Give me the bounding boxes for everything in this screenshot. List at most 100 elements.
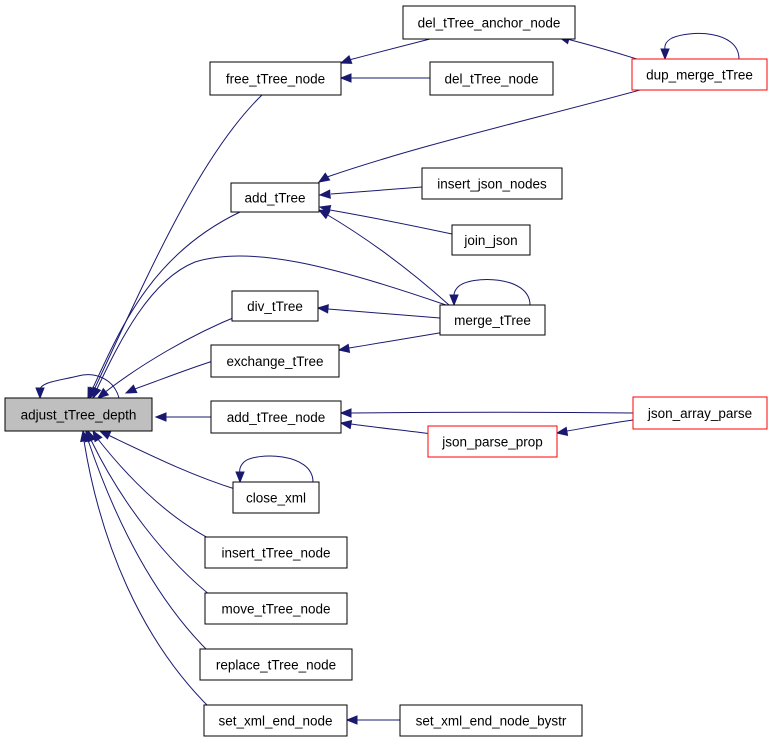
edge-arrowhead [317,172,331,183]
edge-line [87,439,213,656]
node-box[interactable] [402,5,576,40]
node-box[interactable] [204,592,348,625]
node-label: dup_merge_tTree [646,68,753,83]
node-insert-node[interactable]: insert_tTree_node [204,536,348,569]
edge-del_anchor-to-free [339,38,431,64]
edge-line [327,308,441,319]
node-box[interactable] [230,182,320,213]
edge-merge-to-exchange [337,331,446,353]
edge-line [83,440,213,711]
edge-arrowhead [317,209,331,220]
node-box[interactable] [231,290,319,322]
node-dup-merge[interactable]: dup_merge_tTree [631,58,768,91]
node-add[interactable]: add_tTree [230,182,320,213]
edge-line [93,94,263,391]
edge-arrowhead [555,426,569,436]
node-div[interactable]: div_tTree [231,290,319,322]
edge-line [103,314,241,394]
node-box[interactable] [451,224,531,256]
edge-close_xml-to-adjust [98,430,239,491]
node-label: del_tTree_anchor_node [418,16,561,31]
node-free[interactable]: free_tTree_node [209,61,342,96]
node-box[interactable] [399,704,583,737]
edge-arrowhead [660,48,670,61]
edge-set_xml_end_bystr-to-set_xml_end [345,715,400,725]
node-json-array[interactable]: json_array_parse [632,396,768,430]
edge-line [329,209,453,235]
node-box[interactable] [439,304,546,336]
edge-line [453,279,531,306]
edge-merge-to-add [317,209,450,306]
node-label: add_tTree [244,191,305,206]
node-set-xml-end[interactable]: set_xml_end_node [203,704,348,737]
node-label: move_tTree_node [221,602,330,617]
node-box[interactable] [4,397,153,432]
node-label: json_parse_prop [441,435,543,450]
edges-layer [35,33,740,725]
node-move-node[interactable]: move_tTree_node [204,592,348,625]
edge-arrowhead [345,715,358,725]
edge-arrowhead [339,54,353,64]
node-set-xml-end-bystr[interactable]: set_xml_end_node_bystr [399,704,583,737]
edge-arrowhead [449,294,459,307]
node-del-node[interactable]: del_tTree_node [429,61,554,96]
node-json-prop[interactable]: json_parse_prop [427,425,558,458]
edge-line [131,360,214,391]
node-box[interactable] [210,344,340,378]
edge-line [566,38,641,61]
edge-line [39,374,120,399]
edge-arrowhead [96,387,110,399]
edge-dup_merge-to-add [317,89,641,183]
node-box[interactable] [631,58,768,91]
node-box[interactable] [199,648,353,681]
edge-merge-to-merge [449,279,531,307]
edge-arrowhead [35,387,45,400]
node-label: del_tTree_node [444,72,538,87]
node-box[interactable] [632,396,768,430]
edge-move_node-to-adjust [87,429,216,600]
node-label: json_array_parse [647,406,752,421]
node-adjust[interactable]: adjust_tTree_depth [4,397,153,432]
edge-join_json-to-add [318,204,453,235]
edge-dup_merge-to-dup_merge [660,33,740,61]
node-box[interactable] [210,400,342,434]
node-join-json[interactable]: join_json [451,224,531,256]
node-box[interactable] [209,61,342,96]
node-merge[interactable]: merge_tTree [439,304,546,336]
node-box[interactable] [232,481,320,514]
node-label: div_tTree [247,299,303,314]
node-close-xml[interactable]: close_xml [232,481,320,514]
edge-line [330,186,423,195]
edge-line [325,213,450,306]
node-box[interactable] [204,536,348,569]
edge-arrowhead [316,304,329,314]
edge-line [350,411,634,414]
edge-line [239,455,314,483]
node-add-node[interactable]: add_tTree_node [210,400,342,434]
edge-line [664,33,740,60]
edge-add_node-to-adjust [154,412,211,422]
edge-merge-to-adjust [92,255,447,400]
edge-div-to-adjust [96,314,241,399]
node-label: exchange_tTree [226,354,323,369]
edge-arrowhead [92,386,102,400]
edge-line [90,439,216,600]
node-box[interactable] [421,167,563,200]
edge-arrowhead [80,429,90,443]
edge-line [350,423,441,436]
edge-merge-to-div [316,304,441,319]
node-label: adjust_tTree_depth [21,408,137,423]
edge-insert_node-to-adjust [92,429,219,544]
node-box[interactable] [203,704,348,737]
node-box[interactable] [427,425,558,458]
node-box[interactable] [429,61,554,96]
edge-replace_node-to-adjust [84,429,213,656]
node-del-anchor[interactable]: del_tTree_anchor_node [402,5,576,40]
node-insert-json[interactable]: insert_json_nodes [421,167,563,200]
node-exchange[interactable]: exchange_tTree [210,344,340,378]
edge-line [348,38,431,61]
node-replace-node[interactable]: replace_tTree_node [199,648,353,681]
edge-arrowhead [154,412,167,422]
node-label: free_tTree_node [226,72,325,87]
